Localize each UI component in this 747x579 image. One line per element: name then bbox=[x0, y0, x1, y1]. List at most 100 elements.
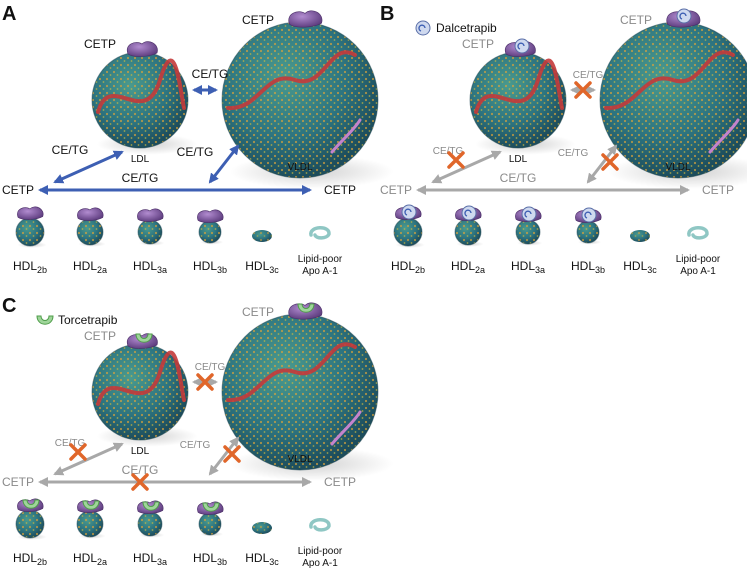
panel-A-letter: A bbox=[2, 3, 16, 25]
panel-B-lipid-poor-apo-icon bbox=[687, 226, 709, 240]
panel-B-hdl-3a-drug-icon-swirl bbox=[524, 210, 532, 218]
panel-B-hdl-3b-drug-icon-swirl bbox=[584, 211, 592, 219]
panel-A-hdl-3b-label: HDL3b bbox=[193, 259, 227, 275]
panel-A-hdl-3a-particle-surface bbox=[138, 220, 162, 244]
panel-A-hdl-2b-label: HDL2b bbox=[13, 259, 47, 275]
panel-C-hdl-2b-particle-surface bbox=[16, 510, 44, 538]
panel-B-ldl-cetp-label: CETP bbox=[462, 37, 494, 51]
panel-C-ldl-apo-band bbox=[96, 350, 186, 406]
panel-A-lipid-poor-apo-icon bbox=[309, 226, 331, 240]
panel-C-hdl-3c-label: HDL3c bbox=[245, 551, 279, 567]
panel-C-hdl-3a-label: HDL3a bbox=[133, 551, 167, 567]
panel-A-hdl-2a-particle-surface bbox=[77, 219, 103, 245]
panel-B-ldl-drug-icon bbox=[514, 38, 530, 54]
panel-C-vldl-hdl-arrow bbox=[208, 436, 240, 476]
panel-C-hdl-2b-drug-icon bbox=[22, 499, 40, 509]
panel-A-left-cetp-label: CETP bbox=[2, 183, 34, 197]
panel-B-hdl-3a-drug-icon bbox=[521, 206, 537, 222]
panel-A-ldl-label: LDL bbox=[131, 154, 150, 165]
panel-C-hdl-block bbox=[131, 473, 149, 491]
panel-A-lipid-poor-label: Lipid-poor bbox=[298, 254, 343, 265]
panel-C-ldl-vldl-cetg-label: CE/TG bbox=[195, 362, 226, 373]
panel-C-right-cetp-label: CETP bbox=[324, 475, 356, 489]
panel-C-apo-a1-label: Apo A-1 bbox=[302, 558, 338, 569]
panel-C-hdl-2a-drug-icon bbox=[82, 500, 100, 510]
panel-B-letter: B bbox=[380, 3, 394, 25]
panel-C-vldl-drug-icon bbox=[297, 303, 315, 313]
panel-C-hdl-2b-label: HDL2b bbox=[13, 551, 47, 567]
panel-A-hdl-2b-cetp-icon bbox=[17, 206, 44, 220]
panel-C-lipid-poor-apo-icon bbox=[309, 518, 331, 532]
panel-C-hdl-2a-particle-surface bbox=[77, 511, 103, 537]
panel-B-vldl-hdl-block bbox=[601, 153, 619, 171]
panel-A-ldl-hdl-arrow bbox=[53, 150, 124, 184]
panel-C-hdl-3a-particle-surface bbox=[138, 512, 162, 536]
panel-B-right-cetp-label: CETP bbox=[702, 183, 734, 197]
panel-B-vldl-apo-b-band bbox=[708, 118, 740, 154]
panel-C-hdl-3b-label: HDL3b bbox=[193, 551, 227, 567]
panel-B-hdl-2a-label: HDL2a bbox=[451, 259, 485, 275]
panel-A-apo-a1-label: Apo A-1 bbox=[302, 266, 338, 277]
panel-C-ldl-drug-icon bbox=[135, 333, 153, 343]
panel-B-vldl-drug-icon bbox=[676, 8, 692, 24]
panel-B-vldl-hdl-arrow bbox=[586, 144, 618, 184]
panel-C-vldl-apo-b-band bbox=[330, 410, 362, 446]
panel-A-vldl-hdl-arrow bbox=[208, 144, 240, 184]
panel-C-ldl-hdl-block bbox=[69, 443, 87, 461]
panel-B-hdl-3c-surface bbox=[630, 230, 650, 242]
panel-C-ldl-label: LDL bbox=[131, 446, 150, 457]
panel-B-hdl-2b-drug-icon-swirl bbox=[404, 208, 412, 216]
panel-A-ldl-hdl-cetg-label: CE/TG bbox=[52, 143, 89, 157]
panel-B-ldl-vldl-cetg-label: CE/TG bbox=[573, 70, 604, 81]
panel-A-right-cetp-label: CETP bbox=[324, 183, 356, 197]
panel-B-vldl-label: VLDL bbox=[665, 162, 690, 173]
panel-B-drug-name: Dalcetrapib bbox=[436, 21, 497, 35]
panel-C-vldl-label: VLDL bbox=[287, 454, 312, 465]
panel-A-hdl-3a-cetp-icon bbox=[137, 208, 164, 222]
panel-B-hdl-2a-particle-surface bbox=[455, 219, 481, 245]
panel-C-ldl-vldl-block bbox=[196, 373, 214, 391]
panel-A-vldl-cetp-label: CETP bbox=[242, 13, 274, 27]
panel-B-left-cetp-label: CETP bbox=[380, 183, 412, 197]
panel-B-vldl-apo-band bbox=[604, 50, 735, 111]
panel-C-drug-name: Torcetrapib bbox=[58, 313, 118, 327]
panel-C-drug-legend-icon bbox=[36, 315, 54, 325]
panel-A-vldl-cetp-icon bbox=[288, 10, 323, 28]
panel-C-left-cetp-label: CETP bbox=[2, 475, 34, 489]
panel-B-ldl-drug-icon-swirl bbox=[517, 42, 525, 50]
panel-C-hdl-cetg-label: CE/TG bbox=[122, 463, 159, 477]
panel-C-ldl-cetp-label: CETP bbox=[84, 329, 116, 343]
panel-B-hdl-cetg-label: CE/TG bbox=[500, 171, 537, 185]
panel-C-hdl-3a-drug-icon bbox=[142, 501, 160, 511]
panel-B-hdl-3a-particle-surface bbox=[516, 220, 540, 244]
panel-B-hdl-3a-label: HDL3a bbox=[511, 259, 545, 275]
panel-C-letter: C bbox=[2, 295, 16, 317]
panel-C-vldl-cetp-label: CETP bbox=[242, 305, 274, 319]
panel-C-vldl-hdl-cetg-label: CE/TG bbox=[180, 440, 211, 451]
panel-C-hdl-3b-particle-surface bbox=[199, 513, 221, 535]
panel-B-vldl-hdl-cetg-label: CE/TG bbox=[558, 148, 589, 159]
panel-C-vldl-apo-band bbox=[226, 342, 357, 403]
panel-A-vldl-apo-b-band bbox=[330, 118, 362, 154]
panel-B-hdl-2a-drug-icon bbox=[461, 205, 477, 221]
panel-A-ldl-cetp-icon bbox=[126, 41, 158, 57]
panel-A-ldl-vldl-cetg-label: CE/TG bbox=[192, 67, 229, 81]
panel-A-vldl-apo-band bbox=[226, 50, 357, 111]
panel-C-vldl-surface bbox=[222, 314, 378, 470]
panel-A-hdl-3a-label: HDL3a bbox=[133, 259, 167, 275]
panel-C-lipid-poor-label: Lipid-poor bbox=[298, 546, 343, 557]
panel-C-ldl-hdl-arrow bbox=[53, 442, 124, 476]
panel-A-hdl-2a-label: HDL2a bbox=[73, 259, 107, 275]
panel-A-hdl-3b-particle-surface bbox=[199, 221, 221, 243]
panel-B-vldl-drug-icon-swirl bbox=[679, 12, 687, 20]
panel-A-hdl-3b-cetp-icon bbox=[197, 209, 224, 223]
panel-B-hdl-2a-drug-icon-swirl bbox=[464, 209, 472, 217]
panel-C-hdl-2a-label: HDL2a bbox=[73, 551, 107, 567]
panel-A-vldl-label: VLDL bbox=[287, 162, 312, 173]
panel-B-lipid-poor-label: Lipid-poor bbox=[676, 254, 721, 265]
panel-A-vldl-surface bbox=[222, 22, 378, 178]
panel-B-hdl-3b-drug-icon bbox=[581, 207, 597, 223]
